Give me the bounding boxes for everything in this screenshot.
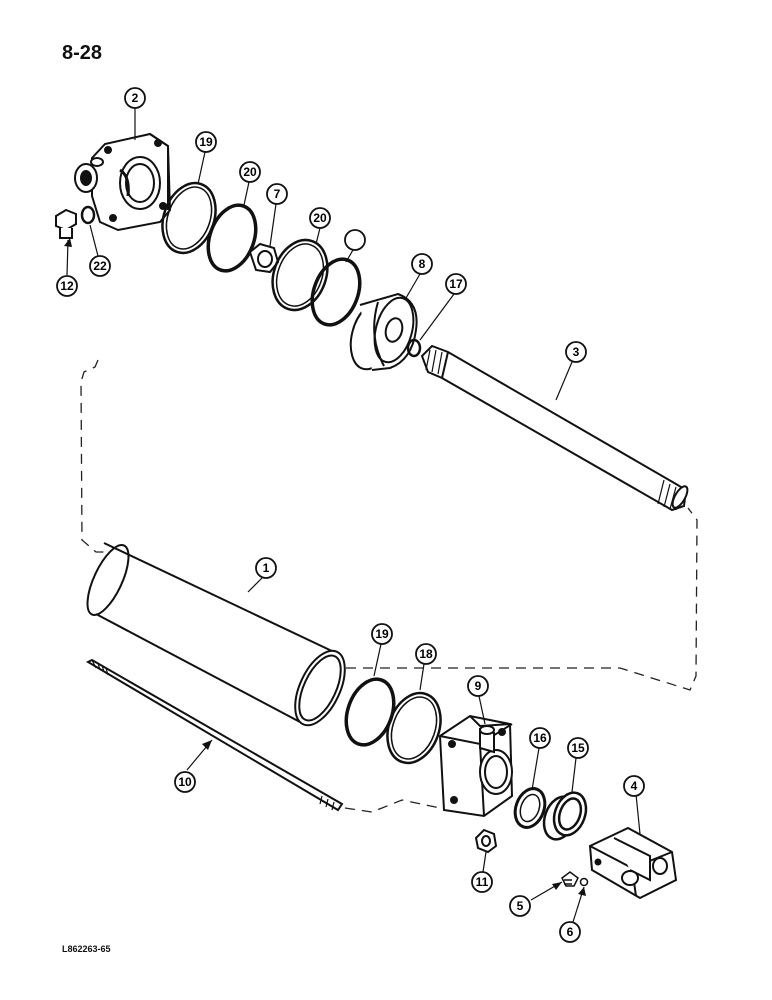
assembly-dashed-outline-lower xyxy=(344,799,441,813)
callout-4: 4 xyxy=(623,775,645,797)
svg-text:3: 3 xyxy=(573,345,580,359)
svg-text:1: 1 xyxy=(263,561,270,575)
hex-nut-part xyxy=(248,242,280,274)
svg-text:8: 8 xyxy=(419,257,426,271)
callout-6: 6 xyxy=(559,921,581,943)
cylinder-tube-part xyxy=(86,542,346,727)
callout-17: 17 xyxy=(445,273,467,295)
callout-12: 12 xyxy=(56,275,78,297)
rod-bushing-part xyxy=(542,791,588,841)
callout-20: 20 xyxy=(309,207,331,229)
tie-rod-part xyxy=(85,658,344,812)
svg-text:6: 6 xyxy=(567,925,574,939)
end-cap-part xyxy=(438,714,514,818)
callout-18-top: 19 xyxy=(195,131,217,153)
callout-20-text: 20 xyxy=(313,211,327,225)
small-o-ring-part xyxy=(80,205,96,225)
svg-text:9: 9 xyxy=(475,679,482,693)
tie-rod-nut-part xyxy=(474,828,498,854)
svg-text:15: 15 xyxy=(571,741,585,755)
svg-text:11: 11 xyxy=(476,875,489,889)
callout-22-text: 22 xyxy=(93,259,107,273)
callout-16: 16 xyxy=(529,727,551,749)
svg-text:20: 20 xyxy=(243,165,257,179)
svg-text:19: 19 xyxy=(199,135,213,149)
callout-8: 8 xyxy=(411,253,433,275)
tube-seal-ring-part xyxy=(386,691,442,765)
svg-text:2: 2 xyxy=(132,91,139,105)
plug-part xyxy=(55,208,77,239)
svg-text:12: 12 xyxy=(60,279,74,293)
rod-o-ring-part xyxy=(406,338,422,358)
head-block-part xyxy=(74,132,172,232)
assembly-dashed-outline xyxy=(80,359,698,691)
o-ring-part xyxy=(206,203,258,273)
svg-text:10: 10 xyxy=(178,775,192,789)
ball-part xyxy=(579,877,589,887)
clevis-part xyxy=(588,826,678,900)
backup-ring-part xyxy=(271,238,329,312)
svg-text:7: 7 xyxy=(274,187,281,201)
svg-text:18: 18 xyxy=(419,647,433,661)
callout-5: 5 xyxy=(509,895,531,917)
page-number: 8-28 xyxy=(62,42,103,64)
svg-text:19: 19 xyxy=(375,627,389,641)
callout-19-bottom: 19 xyxy=(371,623,393,645)
piston-rod-part xyxy=(420,344,689,512)
figure-code: L862263-65 xyxy=(62,944,111,954)
callout-19-top: 20 xyxy=(239,161,261,183)
wiper-seal-part xyxy=(513,787,547,829)
svg-text:17: 17 xyxy=(449,277,463,291)
grease-fitting-part xyxy=(561,871,579,887)
svg-text:16: 16 xyxy=(533,731,547,745)
callout-7: 7 xyxy=(266,183,288,205)
callout-10: 10 xyxy=(174,771,196,793)
callout-15: 15 xyxy=(567,737,589,759)
callout-22: 22 xyxy=(89,255,111,277)
svg-text:4: 4 xyxy=(631,779,638,793)
callout-2: 2 xyxy=(124,87,146,109)
svg-text:5: 5 xyxy=(517,899,524,913)
callouts: 2 19 20 7 20 8 17 3 12 22 1 19 18 9 10 1… xyxy=(56,87,645,943)
piston-part xyxy=(349,292,418,371)
callout-1: 1 xyxy=(255,557,277,579)
callout-3: 3 xyxy=(565,341,587,363)
callout-18-bottom: 18 xyxy=(415,643,437,665)
callout-21 xyxy=(344,229,366,251)
callout-9: 9 xyxy=(467,675,489,697)
leader-arrowheads xyxy=(64,238,586,896)
callout-11: 11 xyxy=(471,871,493,893)
